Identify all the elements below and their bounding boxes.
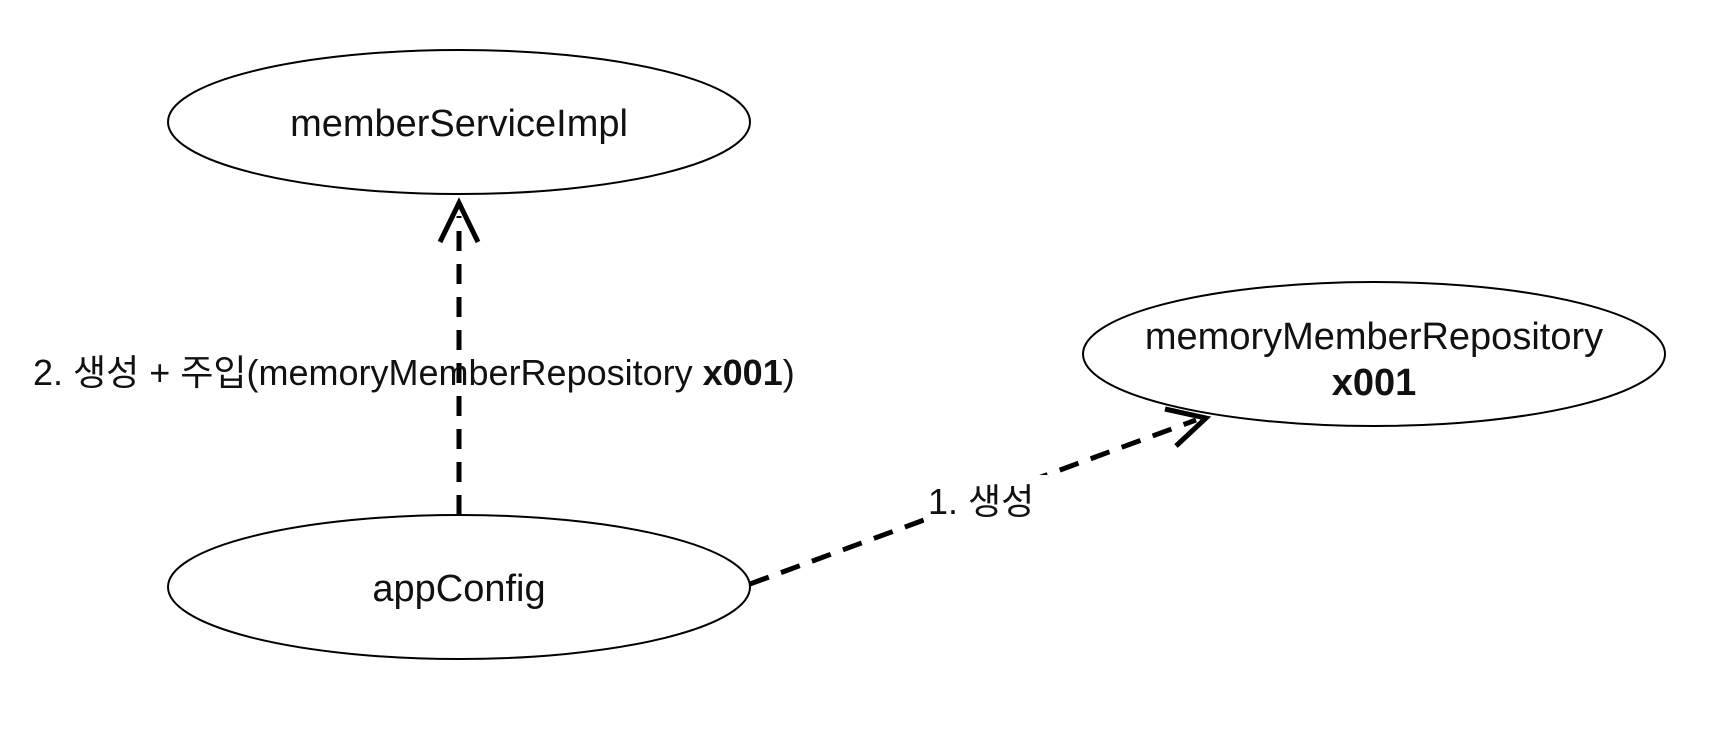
node-memory-member-repository[interactable]: memoryMemberRepository x001 xyxy=(1082,281,1666,427)
edge-create-repository-arrowhead xyxy=(1164,406,1212,448)
edge-create-repository-label: 1. 생성 xyxy=(928,481,1034,522)
node-memory-member-repository-label: memoryMemberRepository xyxy=(1145,316,1603,358)
node-member-service-impl-label: memberServiceImpl xyxy=(290,103,628,145)
node-member-service-impl-shape xyxy=(167,49,751,195)
node-app-config-label: appConfig xyxy=(372,568,545,610)
node-member-service-impl[interactable]: memberServiceImpl xyxy=(167,49,751,195)
node-memory-member-repository-address: x001 xyxy=(1332,362,1417,404)
node-memory-member-repository-shape xyxy=(1082,281,1666,427)
edge-create-repository-label-bg xyxy=(924,475,1048,523)
node-app-config[interactable]: appConfig xyxy=(167,514,751,660)
edge-create-and-inject-arrowhead xyxy=(437,197,481,244)
edge-create-and-inject-label-address: x001 xyxy=(703,352,783,393)
edge-create-and-inject-label-prefix: 2. 생성 + 주입(memoryMemberRepository xyxy=(33,352,703,393)
edge-create-and-inject-label-suffix: ) xyxy=(783,352,795,393)
edge-create-and-inject-label: 2. 생성 + 주입(memoryMemberRepository x001) xyxy=(33,352,795,393)
node-app-config-shape xyxy=(167,514,751,660)
